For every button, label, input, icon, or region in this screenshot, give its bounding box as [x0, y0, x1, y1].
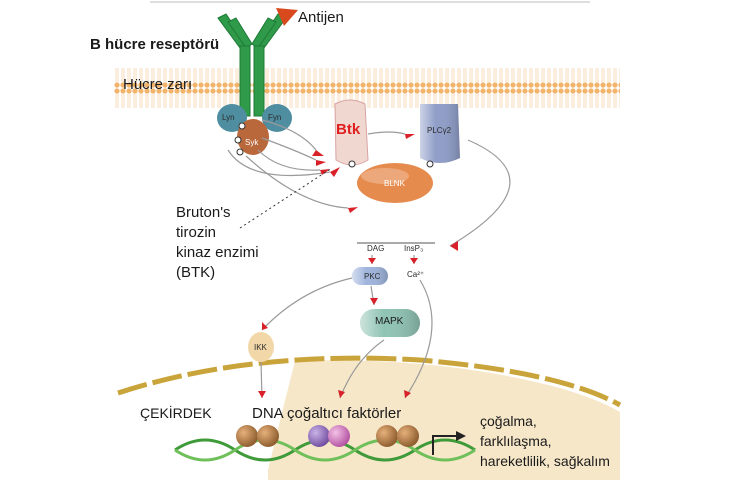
- phospho-site: [234, 136, 242, 144]
- tf-bead: [376, 425, 398, 447]
- tf-bead: [397, 425, 419, 447]
- tf-bead: [308, 425, 330, 447]
- nucleus-label: ÇEKİRDEK: [140, 405, 212, 421]
- btk-name-line2: tirozin: [176, 224, 217, 241]
- transcription-arrow-icon: [432, 435, 458, 455]
- syk-label: Syk: [245, 138, 259, 147]
- outcome-line2: farklılaşma,: [480, 433, 552, 449]
- btk-protein: [334, 99, 369, 166]
- ikk-protein: [248, 332, 274, 362]
- plcg2-label: PLCγ2: [427, 126, 452, 135]
- outcome-line1: çoğalma,: [480, 413, 537, 429]
- syk-protein: [237, 119, 269, 155]
- btk-name-line3: kinaz enzimi: [176, 244, 259, 261]
- cell-membrane: [114, 66, 620, 110]
- antigen-icon: [276, 8, 298, 26]
- btk-pointer-line: [239, 167, 333, 229]
- signal-arrows: [227, 119, 511, 399]
- dag-label: DAG: [367, 244, 385, 253]
- blnk-protein: [357, 163, 433, 203]
- phospho-site: [238, 122, 246, 130]
- btk-protein-label: Btk: [336, 121, 361, 138]
- fyn-label: Fyn: [268, 113, 282, 122]
- outcome-line3: hareketlilik, sağkalım: [480, 453, 610, 469]
- btk-name-line1: Bruton's: [176, 204, 231, 221]
- b-cell-receptor-label: B hücre reseptörü: [90, 36, 220, 53]
- tf-bead: [257, 425, 279, 447]
- transcription-factors-label: DNA çoğaltıcı faktörler: [252, 405, 402, 422]
- btk-name-line4: (BTK): [176, 264, 216, 281]
- nuclear-envelope: [117, 355, 622, 408]
- phospho-site: [236, 148, 244, 156]
- ikk-label: IKK: [254, 343, 267, 352]
- cell-membrane-label: Hücre zarı: [123, 76, 193, 93]
- arrow-heads: [258, 134, 458, 398]
- mapk-label: MAPK: [375, 316, 404, 327]
- insp3-label: InsP₃: [404, 244, 424, 253]
- phospho-site: [348, 160, 356, 168]
- tf-bead: [236, 425, 258, 447]
- ca-label: Ca²⁺: [407, 270, 425, 279]
- fyn-protein: [262, 104, 292, 132]
- antigen-label: Antijen: [298, 9, 344, 26]
- tf-bead: [328, 425, 350, 447]
- pkc-label: PKC: [364, 272, 381, 281]
- phospho-site: [426, 160, 434, 168]
- lyn-label: Lyn: [222, 113, 235, 122]
- blnk-label: BLNK: [384, 179, 405, 188]
